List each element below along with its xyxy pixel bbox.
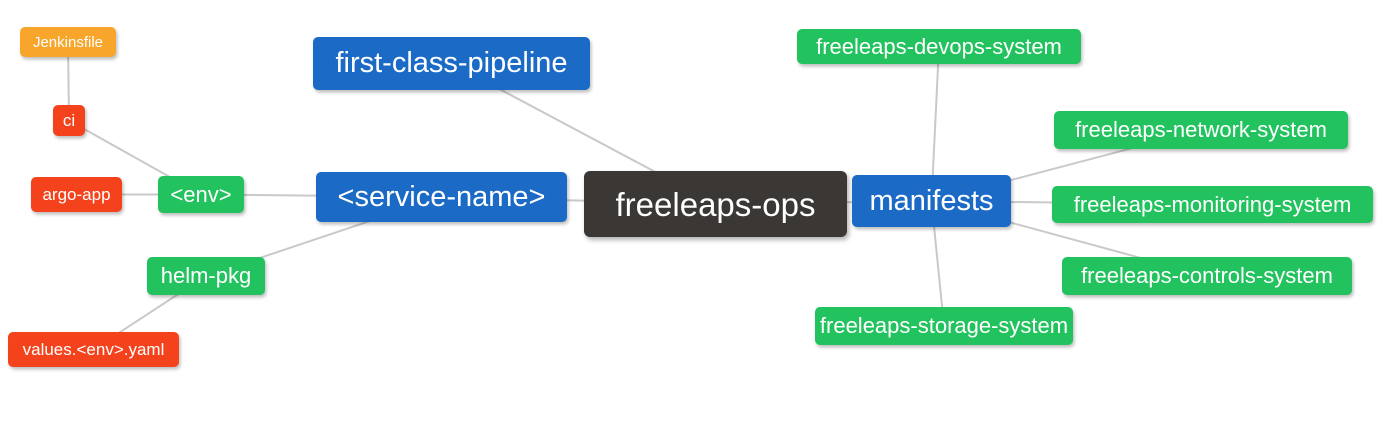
node-ci[interactable]: ci xyxy=(53,105,85,136)
node-manifests[interactable]: manifests xyxy=(852,175,1011,227)
node-label: values.<env>.yaml xyxy=(22,340,165,359)
node-freeleaps-ops[interactable]: freeleaps-ops xyxy=(584,171,847,237)
node-freeleaps-monitoring-system[interactable]: freeleaps-monitoring-system xyxy=(1052,186,1373,223)
node-label: ci xyxy=(62,111,76,130)
node-freeleaps-network-system[interactable]: freeleaps-network-system xyxy=(1054,111,1348,149)
node-helm-pkg[interactable]: helm-pkg xyxy=(147,257,265,295)
node-label: manifests xyxy=(869,184,994,217)
node-freeleaps-storage-system[interactable]: freeleaps-storage-system xyxy=(815,307,1073,345)
node-label: Jenkinsfile xyxy=(32,33,104,51)
node-label: first-class-pipeline xyxy=(335,47,568,79)
node-label: freeleaps-network-system xyxy=(1075,117,1327,142)
node-label: argo-app xyxy=(42,185,111,204)
node-label: helm-pkg xyxy=(160,263,252,288)
node-values-env-yaml[interactable]: values.<env>.yaml xyxy=(8,332,179,367)
node-label: freeleaps-controls-system xyxy=(1081,263,1333,288)
node-label: freeleaps-ops xyxy=(615,185,816,223)
node-label: <env> xyxy=(170,181,232,207)
node-label: freeleaps-storage-system xyxy=(819,313,1069,338)
node-env[interactable]: <env> xyxy=(158,176,244,213)
node-jenkinsfile[interactable]: Jenkinsfile xyxy=(20,27,116,57)
node-label: freeleaps-devops-system xyxy=(816,33,1062,59)
node-first-class-pipeline[interactable]: first-class-pipeline xyxy=(313,37,590,90)
node-service-name[interactable]: <service-name> xyxy=(316,172,567,222)
node-freeleaps-devops-system[interactable]: freeleaps-devops-system xyxy=(797,29,1081,64)
node-argo-app[interactable]: argo-app xyxy=(31,177,122,212)
node-label: freeleaps-monitoring-system xyxy=(1073,191,1352,217)
node-freeleaps-controls-system[interactable]: freeleaps-controls-system xyxy=(1062,257,1352,295)
node-label: <service-name> xyxy=(337,180,546,213)
